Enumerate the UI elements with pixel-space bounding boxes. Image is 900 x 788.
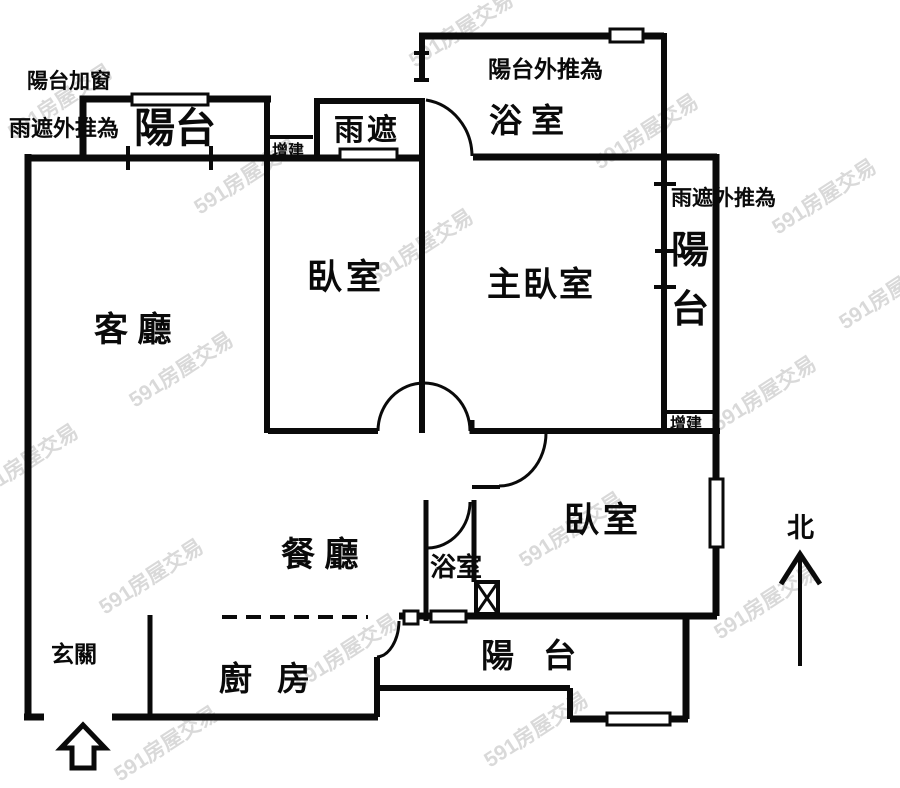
partition-walls — [147, 420, 477, 717]
room-label-living-room: 客 廳 — [94, 310, 171, 349]
room-labels: 陽台 雨遮 浴 室 客 廳 臥室 主臥室 陽 台 餐 廳 臥室 浴室 玄關 廚 … — [51, 102, 709, 697]
room-label-rain-cover: 雨遮 — [334, 113, 400, 147]
room-label-master-bedroom: 主臥室 — [487, 265, 595, 304]
room-label-bathroom-2: 浴室 — [430, 552, 482, 582]
label-balcony-added-window: 陽台加窗 — [27, 69, 111, 93]
room-label-entry-hall: 玄關 — [51, 641, 97, 667]
north-label: 北 — [787, 513, 814, 543]
watermark: 591房屋交易 — [768, 154, 881, 239]
window-small-left — [402, 609, 420, 626]
room-label-kitchen: 廚 房 — [219, 660, 318, 697]
watermark: 591房屋交易 — [835, 249, 900, 334]
room-label-bedroom-2: 臥室 — [564, 500, 642, 540]
outer-walls — [24, 32, 720, 723]
hatch-cross — [474, 581, 500, 615]
north-arrow-head — [778, 549, 823, 586]
inner-walls — [264, 33, 720, 719]
room-label-bedroom-1: 臥室 — [307, 257, 385, 297]
room-label-balcony-right-2: 台 — [671, 289, 709, 331]
watermark: 591房屋交易 — [0, 419, 83, 504]
window-balcony-bottom — [605, 711, 672, 727]
annotation-labels: 陽台加窗 雨遮外推為 陽台外推為 雨遮外推為 增建 增建 — [9, 56, 776, 433]
room-label-bathroom-main: 浴 室 — [489, 102, 564, 139]
window-bedroom-2 — [708, 477, 725, 549]
room-label-dining-room: 餐 廳 — [281, 536, 358, 574]
windows — [130, 27, 725, 727]
watermark: 591房屋交易 — [590, 89, 703, 174]
pipe-shaft-hatch — [474, 580, 500, 616]
window-balcony-top-left — [130, 92, 210, 107]
label-rain-cover-pushed-left: 雨遮外推為 — [9, 116, 119, 141]
label-balcony-pushed-out: 陽台外推為 — [488, 56, 603, 82]
label-addition-left: 增建 — [272, 141, 304, 160]
window-bathroom-main — [608, 27, 645, 44]
watermark: 591房屋交易 — [708, 351, 821, 436]
label-rain-cover-pushed-right: 雨遮外推為 — [671, 186, 776, 210]
watermark: 591房屋交易 — [95, 534, 208, 619]
watermark: 591房屋交易 — [710, 559, 823, 644]
watermark: 591房屋交易 — [480, 687, 593, 772]
window-bathroom-2 — [429, 609, 468, 624]
thin-lines-and-ticks — [126, 51, 716, 489]
entrance-arrow-icon — [55, 721, 111, 771]
window-rain-cover — [338, 147, 399, 162]
room-label-balcony-right-1: 陽 — [671, 230, 709, 272]
room-label-balcony-bottom: 陽 台 — [481, 637, 586, 674]
door-arcs — [376, 98, 548, 659]
label-addition-right: 增建 — [670, 414, 702, 433]
walls — [24, 32, 720, 723]
north-compass: 北 — [778, 513, 823, 666]
room-label-balcony-top-left: 陽台 — [134, 105, 216, 151]
